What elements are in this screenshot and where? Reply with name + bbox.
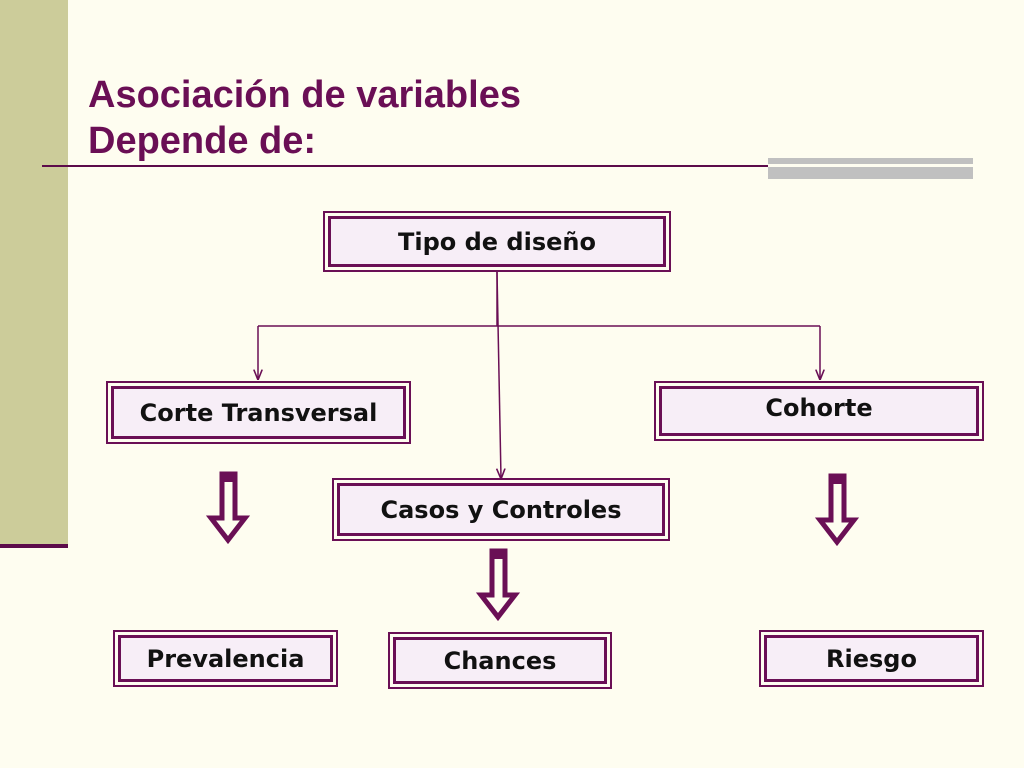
box-casos-y-controles: Casos y Controles xyxy=(332,478,670,541)
box-riesgo: Riesgo xyxy=(759,630,984,687)
hollow-down-arrow-icon xyxy=(205,471,251,545)
title-line-1: Asociación de variables xyxy=(88,74,521,116)
side-bar-rule xyxy=(0,544,68,548)
box-prevalencia-label: Prevalencia xyxy=(118,635,333,682)
box-riesgo-label: Riesgo xyxy=(764,635,979,682)
box-prevalencia: Prevalencia xyxy=(113,630,338,687)
connector-to-casos-controles xyxy=(497,271,501,478)
box-cohorte-label: Cohorte xyxy=(659,386,979,436)
box-tipo-de-diseno: Tipo de diseño xyxy=(323,211,671,272)
box-chances-label: Chances xyxy=(393,637,607,684)
box-corte-transversal-label: Corte Transversal xyxy=(111,386,406,439)
box-corte-transversal: Corte Transversal xyxy=(106,381,411,444)
hollow-down-arrow-icon xyxy=(814,473,860,547)
slide-title: Asociación de variables Depende de: xyxy=(88,72,521,164)
title-line-2: Depende de: xyxy=(88,120,317,162)
box-casos-y-controles-label: Casos y Controles xyxy=(337,483,665,536)
box-cohorte: Cohorte xyxy=(654,381,984,441)
slide-side-bar xyxy=(0,0,68,545)
title-underline xyxy=(42,165,972,167)
title-accent-bar xyxy=(768,158,973,179)
box-tipo-de-diseno-label: Tipo de diseño xyxy=(328,216,666,267)
box-chances: Chances xyxy=(388,632,612,689)
hollow-down-arrow-icon xyxy=(475,548,521,622)
